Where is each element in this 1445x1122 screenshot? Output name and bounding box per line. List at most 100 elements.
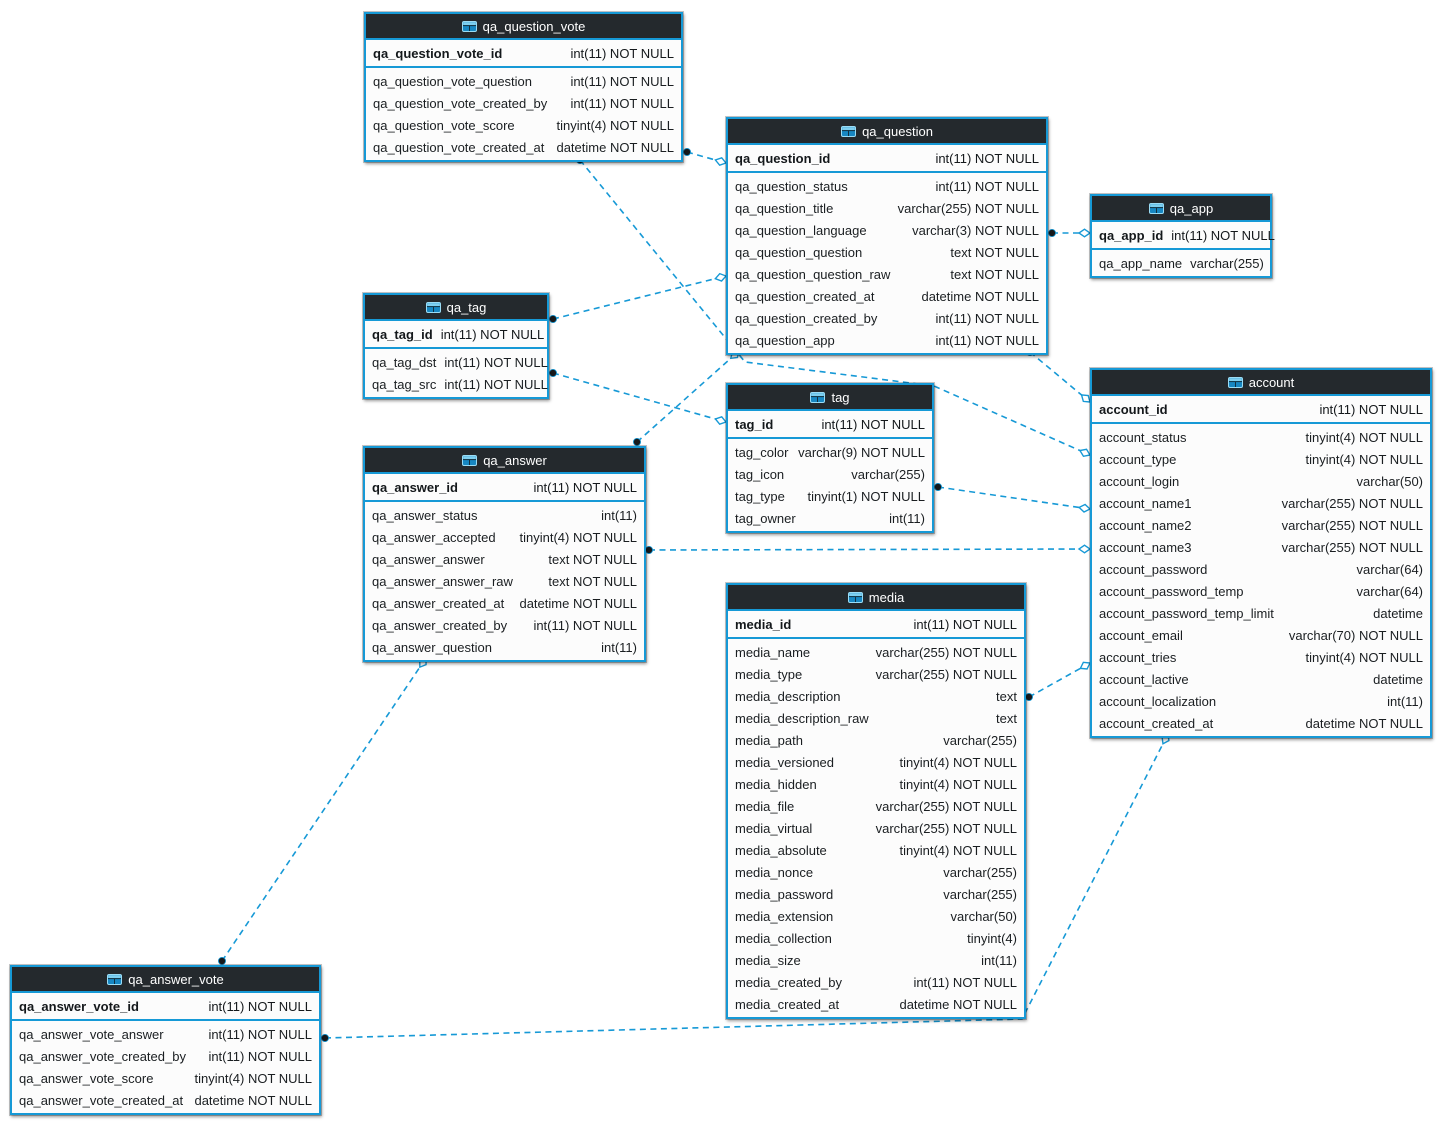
column-type: datetime NOT NULL	[899, 996, 1017, 1012]
column-type: tinyint(4) NOT NULL	[899, 754, 1017, 770]
column-name: account_password	[1099, 561, 1208, 577]
column-name: media_extension	[735, 908, 834, 924]
column-type: varchar(255) NOT NULL	[897, 200, 1039, 216]
column-type: datetime	[1373, 605, 1423, 621]
table-header: qa_app	[1092, 196, 1270, 222]
column-name: account_created_at	[1099, 715, 1214, 731]
column-type: int(11) NOT NULL	[444, 354, 548, 370]
column-name: media_type	[735, 666, 803, 682]
relationship-line	[552, 275, 727, 320]
column-name: tag_icon	[735, 466, 785, 482]
column-type: varchar(255)	[943, 886, 1017, 902]
foreign-key-dot	[633, 437, 642, 446]
column-type: varchar(64)	[1356, 583, 1423, 599]
relationship-qa_answer-to-qa_question	[633, 350, 740, 446]
relationship-line	[636, 350, 740, 443]
column-row: media_created_at datetime NOT NULL	[728, 993, 1024, 1015]
column-type: varchar(50)	[950, 908, 1017, 924]
column-name: account_type	[1099, 451, 1177, 467]
table-title: qa_tag	[446, 299, 487, 315]
table-header: qa_answer_vote	[12, 967, 319, 993]
column-type: varchar(255) NOT NULL	[875, 644, 1017, 660]
table-title: account	[1248, 374, 1295, 390]
table-icon	[107, 973, 123, 985]
relationship-qa_question_vote-to-qa_question	[683, 147, 728, 166]
reference-diamond	[714, 416, 728, 425]
reference-diamond	[714, 272, 728, 282]
column-name: media_created_at	[735, 996, 840, 1012]
column-type: text NOT NULL	[950, 266, 1039, 282]
column-type: int(11) NOT NULL	[935, 150, 1039, 166]
column-name: qa_app_name	[1099, 255, 1183, 271]
relationship-qa_tag-to-tag	[549, 368, 728, 425]
column-type: int(11)	[601, 507, 637, 523]
column-type: int(11)	[981, 952, 1017, 968]
column-name: qa_tag_id	[372, 326, 433, 342]
column-name: media_description	[735, 688, 841, 704]
table-qa_question[interactable]: qa_question qa_question_id int(11) NOT NUL…	[726, 117, 1048, 355]
column-name: qa_question_title	[735, 200, 834, 216]
table-title: qa_question	[862, 123, 933, 139]
column-type: tinyint(4) NOT NULL	[899, 842, 1017, 858]
column-name: media_absolute	[735, 842, 827, 858]
column-type: varchar(255) NOT NULL	[875, 798, 1017, 814]
column-name: account_id	[1099, 401, 1168, 417]
column-type: varchar(3) NOT NULL	[912, 222, 1039, 238]
column-type: int(11) NOT NULL	[935, 310, 1039, 326]
column-type: varchar(70) NOT NULL	[1288, 627, 1423, 643]
column-type: datetime NOT NULL	[194, 1092, 312, 1108]
column-type: int(11) NOT NULL	[935, 332, 1039, 348]
column-type: varchar(255)	[943, 732, 1017, 748]
table-title: qa_answer	[483, 452, 547, 468]
reference-diamond	[1079, 661, 1092, 670]
relationship-line	[937, 486, 1091, 510]
relationship-media-to-account	[1025, 661, 1092, 702]
column-name: account_name1	[1099, 495, 1192, 511]
column-name: account_lactive	[1099, 671, 1189, 687]
table-icon	[1227, 376, 1243, 388]
column-name: media_name	[735, 644, 811, 660]
column-name: qa_question_created_at	[735, 288, 875, 304]
column-type: int(11) NOT NULL	[208, 1026, 312, 1042]
column-name: qa_question_id	[735, 150, 831, 166]
reference-diamond	[1078, 448, 1092, 458]
relationship-line	[221, 657, 427, 962]
column-rows: media_name varchar(255) NOT NULL media_typ…	[728, 639, 1024, 1017]
column-type: datetime NOT NULL	[1305, 715, 1423, 731]
column-type: datetime	[1373, 671, 1423, 687]
column-type: text	[996, 710, 1017, 726]
column-type: varchar(50)	[1356, 473, 1423, 489]
column-name: qa_answer_vote_created_at	[19, 1092, 184, 1108]
column-type: int(11) NOT NULL	[208, 998, 312, 1014]
column-name: qa_answer_status	[372, 507, 478, 523]
